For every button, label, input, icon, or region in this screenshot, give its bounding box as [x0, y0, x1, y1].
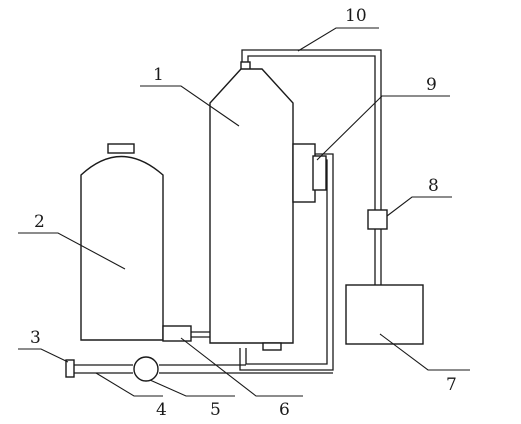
storage-tank [80, 143, 164, 341]
label-8: 8 [428, 176, 439, 196]
main-column [209, 61, 294, 351]
label-2: 2 [34, 212, 45, 232]
inline-valve [367, 209, 388, 230]
inlet-cap [65, 359, 75, 378]
storage-tank-cap [107, 143, 135, 154]
label-7: 7 [446, 375, 457, 395]
connector-pipe [190, 331, 212, 338]
leader-2 [18, 232, 126, 270]
label-3: 3 [30, 328, 41, 348]
return-pipe-outer [239, 153, 334, 371]
leader-1 [140, 85, 240, 127]
top-pipe-outer [241, 49, 382, 288]
leader-10 [297, 27, 379, 52]
label-6: 6 [279, 400, 290, 420]
leader-8 [386, 196, 452, 217]
main-column-bottom-nozzle [262, 342, 282, 351]
leader-7 [379, 333, 470, 371]
storage-tank-body [80, 155, 164, 341]
connector-block [162, 325, 192, 342]
label-5: 5 [210, 400, 221, 420]
label-1: 1 [153, 65, 164, 85]
collection-tank [345, 284, 424, 345]
main-column-body [209, 68, 294, 344]
leader-lines [18, 27, 470, 397]
label-9: 9 [426, 75, 437, 95]
leader-6 [180, 337, 303, 397]
label-4: 4 [156, 400, 167, 420]
side-unit-block [312, 155, 327, 191]
leader-4 [95, 372, 163, 397]
side-unit [292, 143, 327, 203]
leader-9 [316, 95, 450, 161]
label-10: 10 [345, 6, 367, 26]
leader-3 [18, 348, 69, 363]
side-unit-housing [292, 143, 316, 203]
top-pipe-inner [247, 55, 376, 288]
leader-5 [149, 379, 235, 397]
part-numbers: 1 2 3 4 5 6 7 8 9 10 [30, 6, 457, 420]
pump [133, 356, 159, 382]
